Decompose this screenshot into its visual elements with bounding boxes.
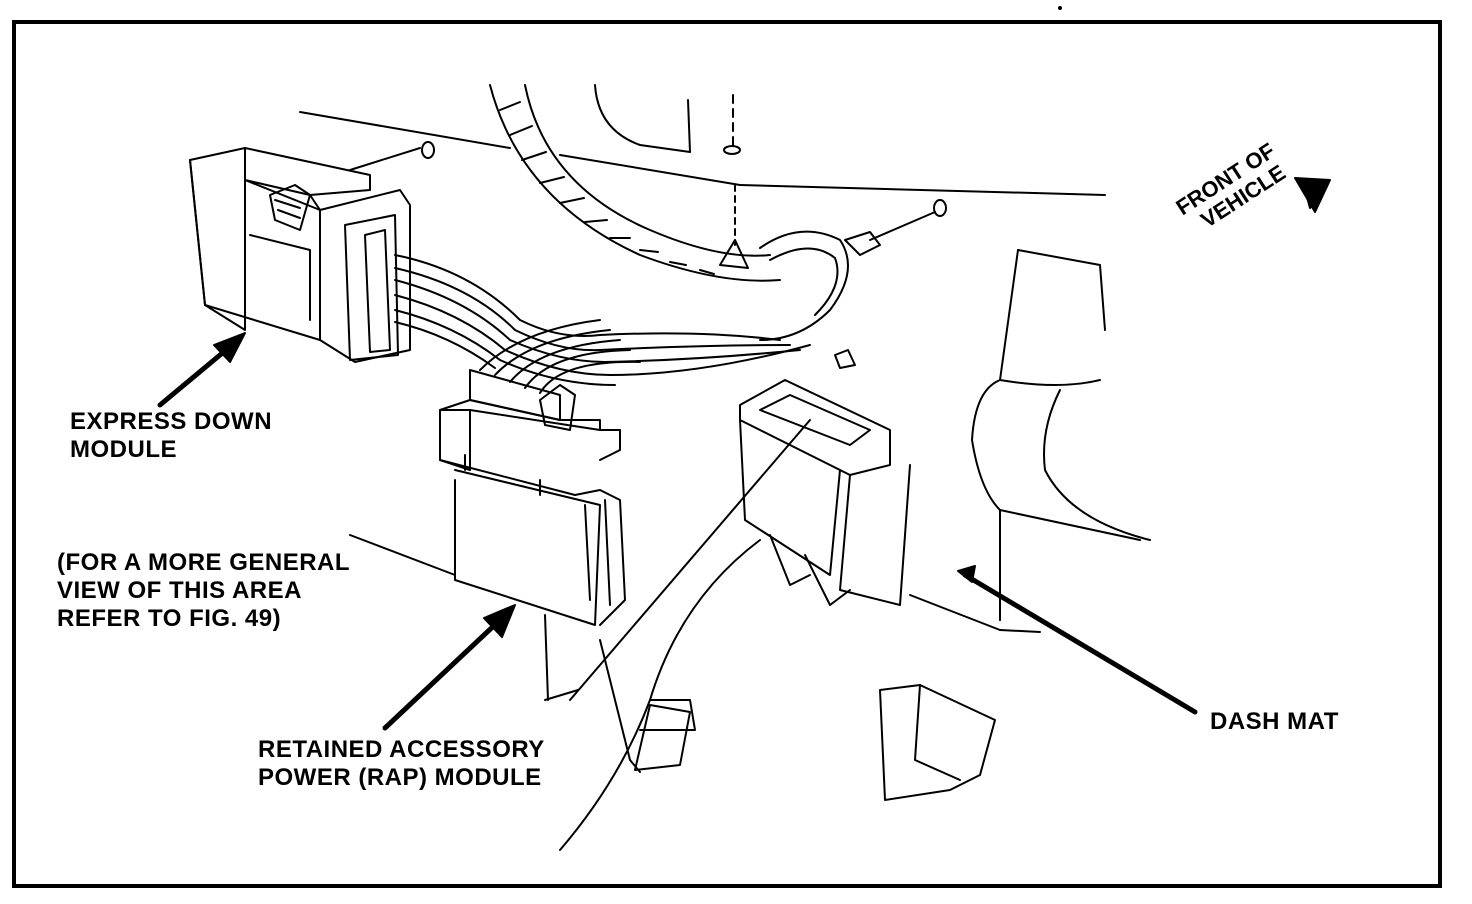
rap-label-line2: POWER (RAP) MODULE xyxy=(258,764,542,791)
dash-mat-label: DASH MAT xyxy=(1210,708,1339,735)
mounting-bracket-drawing xyxy=(569,349,911,701)
reference-note-line2: VIEW OF THIS AREA xyxy=(57,577,302,604)
lower-panel-lines xyxy=(349,534,996,851)
diagram-frame xyxy=(12,20,1442,888)
rap-arrowhead xyxy=(483,604,516,638)
express-down-label: EXPRESS DOWN MODULE xyxy=(70,408,272,464)
express-down-label-line1: EXPRESS DOWN xyxy=(70,408,273,435)
rap-module-label: RETAINED ACCESSORY POWER (RAP) MODULE xyxy=(258,736,545,792)
express-down-arrowhead xyxy=(213,332,246,363)
reference-note-line1: (FOR A MORE GENERAL xyxy=(57,549,351,576)
express-down-label-line2: MODULE xyxy=(70,436,177,463)
screw-top-left xyxy=(349,141,435,171)
leader-arrows xyxy=(157,342,1198,731)
dash-mat-arrowhead xyxy=(957,565,976,583)
rap-module-drawing xyxy=(439,369,626,626)
dash-mat-drawing xyxy=(909,249,1151,633)
rap-label-line1: RETAINED ACCESSORY xyxy=(258,736,545,763)
dash-panel-lines xyxy=(299,84,1106,246)
connector-wires xyxy=(394,254,811,394)
reference-note-line3: REFER TO FIG. 49) xyxy=(57,605,282,632)
express-down-module-drawing xyxy=(189,147,411,363)
wiring-harness-sleeve xyxy=(489,84,947,341)
reference-note: (FOR A MORE GENERAL VIEW OF THIS AREA RE… xyxy=(57,549,350,633)
